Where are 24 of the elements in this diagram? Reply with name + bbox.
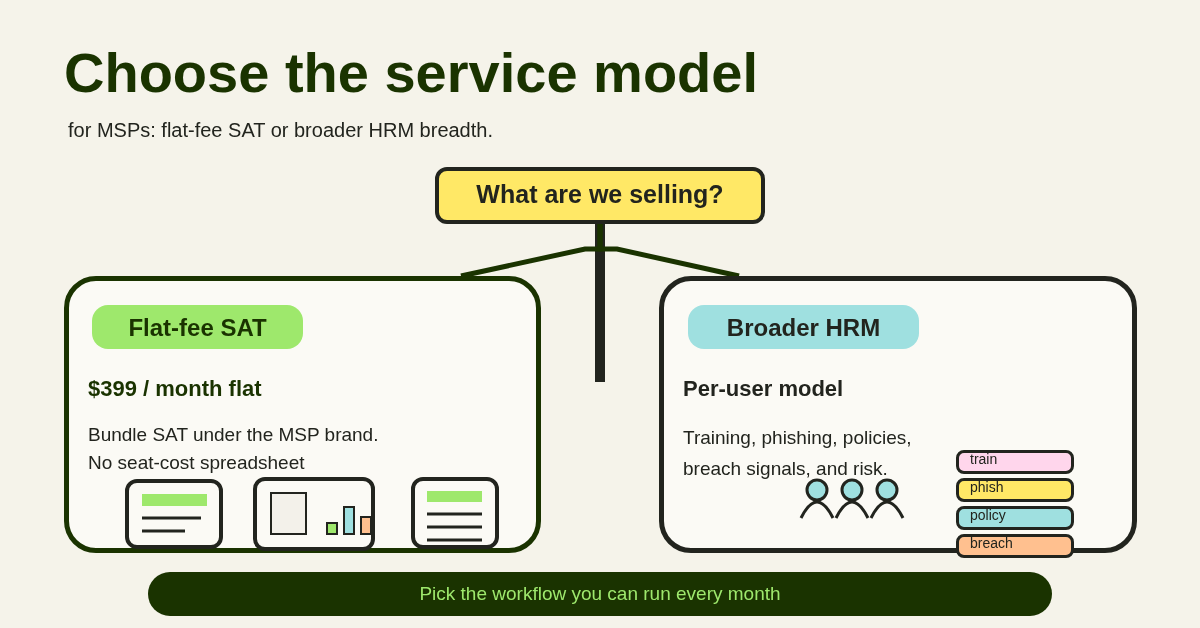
footer-banner	[148, 572, 1052, 616]
card-heading: $399 / month flat	[88, 376, 262, 402]
title: Choose the service model	[64, 40, 758, 105]
description: Bundle SAT under the MSP brand.	[88, 424, 379, 446]
option-pill-label: Broader HRM	[725, 314, 882, 342]
tag-label: train	[970, 451, 998, 467]
question-box-label: What are we selling?	[475, 180, 725, 209]
tag-label: policy	[970, 507, 1006, 523]
footer-banner-label: Pick the workflow you can run every month	[418, 583, 782, 605]
tag	[956, 450, 1074, 474]
card-heading: Per-user model	[683, 376, 844, 402]
subtitle: for MSPs: flat-fee SAT or broader HRM breadth.	[68, 119, 493, 142]
tag	[956, 506, 1074, 530]
tag	[956, 478, 1074, 502]
option-pill	[92, 305, 303, 349]
option-pill-label: Flat-fee SAT	[127, 314, 268, 342]
tag-label: phish	[970, 479, 1004, 495]
tag-label: breach	[970, 535, 1013, 551]
option-card	[64, 276, 541, 553]
option-card	[659, 276, 1137, 553]
question-box	[435, 167, 765, 224]
description: No seat-cost spreadsheet	[88, 452, 305, 474]
tag	[956, 534, 1074, 558]
option-pill	[688, 305, 919, 349]
